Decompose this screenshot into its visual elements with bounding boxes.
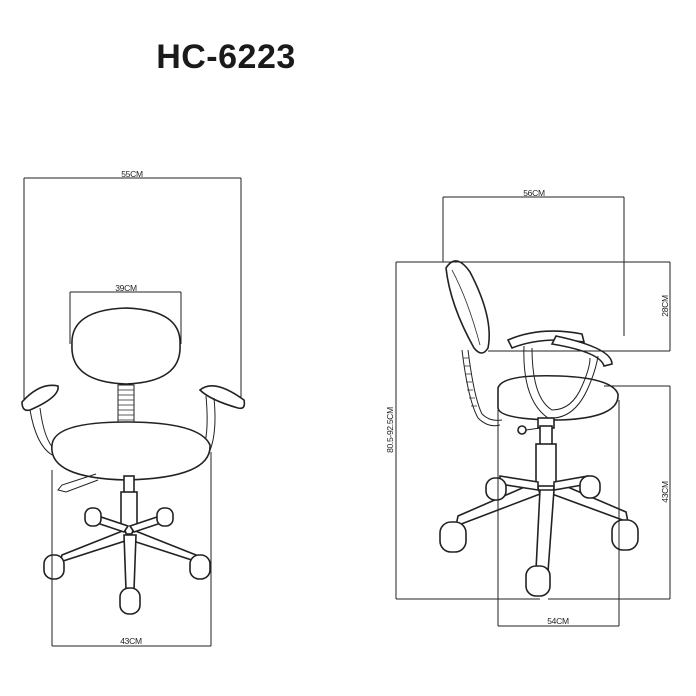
dim-front-base-width: 43CM bbox=[51, 452, 212, 647]
dim-side-overall-depth: 56CM bbox=[442, 188, 625, 336]
front-backrest bbox=[71, 307, 181, 385]
side-gas-cylinder bbox=[535, 443, 557, 487]
side-back-spring bbox=[461, 349, 503, 427]
dim-side-seat-height: 43CM bbox=[548, 385, 671, 600]
side-column-upper bbox=[539, 425, 553, 447]
dim-label-39cm: 39CM bbox=[115, 283, 137, 293]
front-left-armrest bbox=[21, 384, 59, 456]
dim-front-backrest-width: 39CM bbox=[69, 283, 182, 344]
front-height-lever bbox=[57, 473, 99, 493]
dim-label-43cm-front: 43CM bbox=[120, 636, 142, 646]
dim-label-28cm: 28CM bbox=[660, 295, 670, 317]
side-lever-knob bbox=[517, 425, 527, 435]
front-gas-cylinder bbox=[120, 491, 138, 535]
product-title: HC-6223 bbox=[156, 38, 296, 76]
dim-label-55cm: 55CM bbox=[121, 169, 143, 179]
side-star-base bbox=[454, 475, 630, 573]
front-backrest-spring bbox=[117, 384, 135, 426]
side-armrest bbox=[506, 330, 613, 419]
dim-label-56cm: 56CM bbox=[523, 188, 545, 198]
dim-label-54cm: 54CM bbox=[547, 616, 569, 626]
side-view: 56CM 28CM 80.5-92.5CM 43CM 54CM bbox=[385, 188, 671, 627]
dim-label-43cm-side: 43CM bbox=[660, 481, 670, 503]
side-seat bbox=[497, 374, 619, 421]
side-backrest bbox=[445, 260, 490, 354]
front-casters bbox=[43, 507, 211, 615]
dim-side-base-depth: 54CM bbox=[497, 400, 620, 627]
dim-side-backrest-height: 28CM bbox=[450, 261, 671, 352]
side-casters bbox=[439, 475, 639, 597]
front-view: 55CM 39CM 43CM bbox=[21, 169, 246, 647]
front-seat bbox=[51, 421, 211, 481]
dim-label-80-92cm: 80.5-92.5CM bbox=[385, 407, 395, 453]
dim-front-overall-width: 55CM bbox=[23, 169, 242, 400]
dim-side-total-height: 80.5-92.5CM bbox=[385, 261, 540, 600]
